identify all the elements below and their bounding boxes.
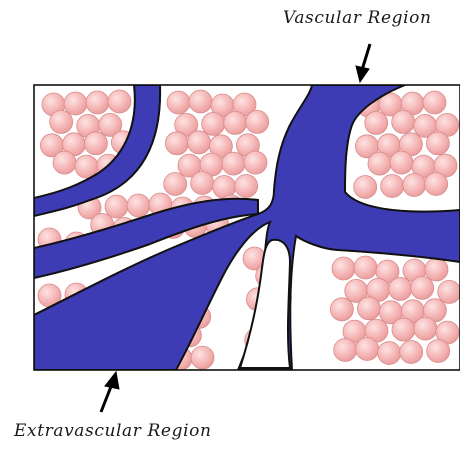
cell [86,91,109,114]
cell [165,132,188,155]
cell [400,341,423,364]
cell [202,112,225,135]
cell [426,132,449,155]
cell [191,346,214,369]
cell [235,175,258,198]
cell [411,276,434,299]
cell [189,90,212,113]
cell [334,339,357,362]
cell [222,152,245,175]
cell [191,172,214,195]
cell [390,151,413,174]
cell [354,256,377,279]
cell [187,131,210,154]
cell [378,342,401,365]
cell [423,91,446,114]
cell [438,280,460,303]
cell [64,92,87,115]
cell [330,298,353,321]
cell [84,132,107,155]
cell [414,317,437,340]
cell [53,151,76,174]
cell [403,174,426,197]
cell [356,338,379,361]
arrow-vascular [356,44,370,82]
cell [425,258,448,281]
cell [392,110,415,133]
cell [164,173,187,196]
cell [357,297,380,320]
arrow-extravascular [101,372,119,412]
cell [246,110,269,133]
cell [105,195,128,218]
cell [127,194,150,217]
cell [108,90,131,113]
cell [368,152,391,175]
cell [332,257,355,280]
cell [425,173,448,196]
cell [50,110,73,133]
cell [427,340,450,363]
cell [381,175,404,198]
cell [244,151,267,174]
cell [354,176,377,199]
cell [224,111,247,134]
cell [167,91,190,114]
cell [389,277,412,300]
cell [365,111,388,134]
cell [392,318,415,341]
